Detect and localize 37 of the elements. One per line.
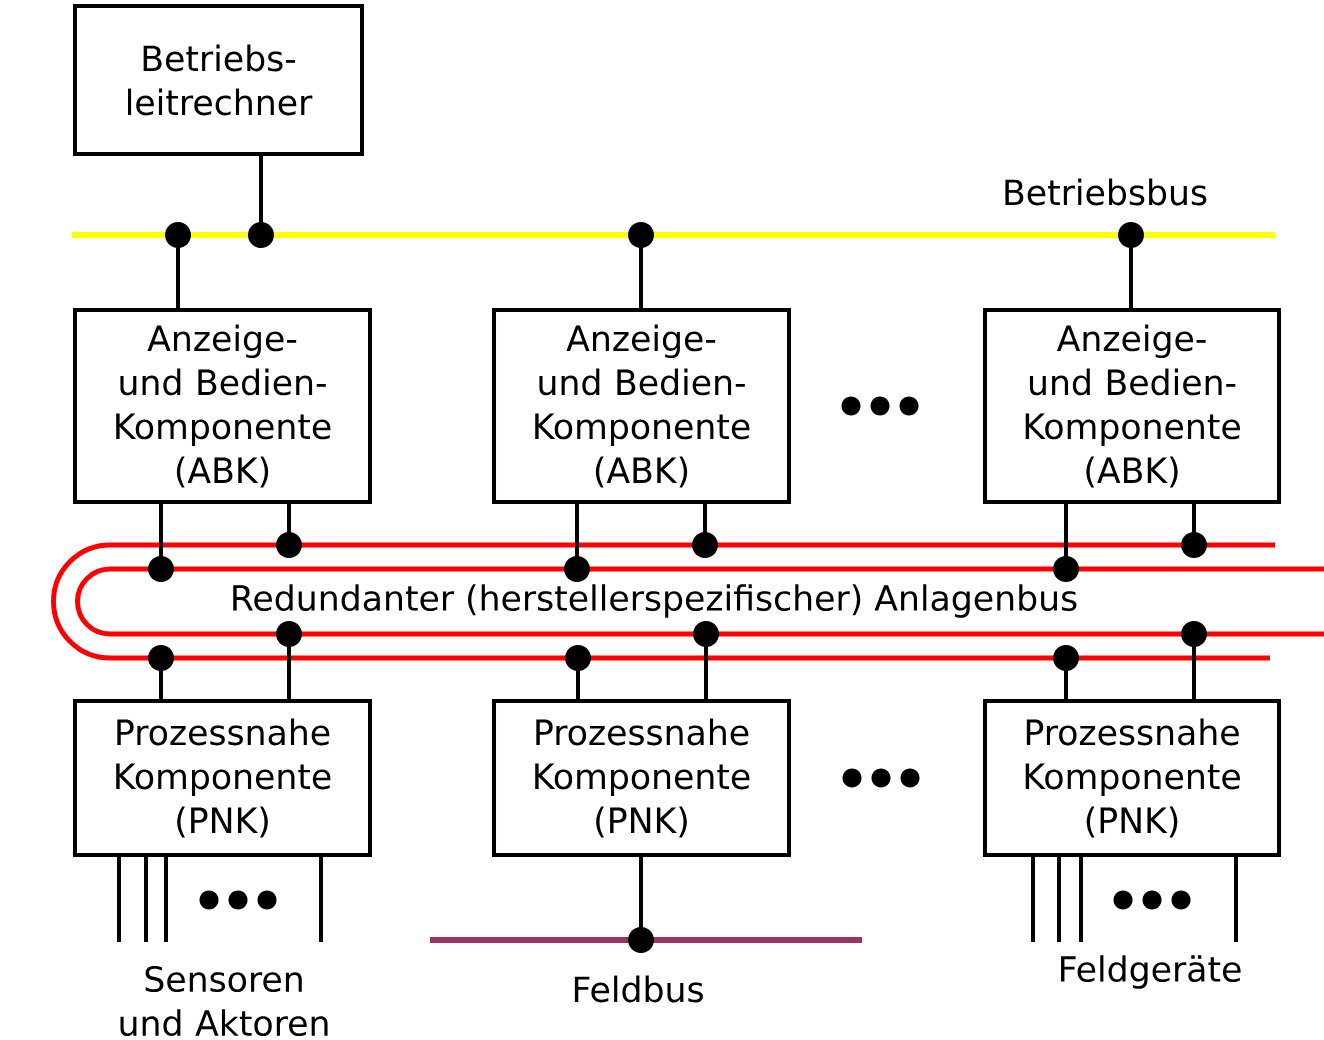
- bus-tap: [1181, 621, 1207, 699]
- bus-tap: [165, 222, 191, 308]
- bus-tap: [1118, 222, 1144, 308]
- field-wire: [164, 857, 168, 942]
- bus-tap: [693, 621, 719, 699]
- component-box: Prozessnahe Komponente (PNK): [73, 699, 372, 857]
- bus-tap: [1053, 504, 1079, 582]
- field-wire: [1057, 857, 1061, 942]
- bus-tap: [148, 645, 174, 699]
- component-box: Prozessnahe Komponente (PNK): [492, 699, 791, 857]
- bus-tap: [692, 504, 718, 558]
- component-box: Betriebs- leitrechner: [73, 4, 364, 156]
- field-wire: [1031, 857, 1035, 942]
- bus-tap: [276, 621, 302, 699]
- field-wire: [1234, 857, 1238, 942]
- bus-label: Feldbus: [574, 975, 703, 1003]
- bus-tap: [628, 857, 654, 953]
- bus-label: Redundanter (herstellerspezifischer) Anlagenbus: [233, 584, 1077, 618]
- component-box: Anzeige- und Bedien- Komponente (ABK): [73, 308, 372, 504]
- field-device-label: Sensoren und Aktoren: [120, 965, 328, 1037]
- bus-label: Betriebsbus: [1005, 178, 1207, 206]
- bus-tap: [1181, 504, 1207, 558]
- field-wire: [144, 857, 148, 942]
- bus-tap: [148, 504, 174, 582]
- bus-tap: [565, 645, 591, 699]
- component-box: Anzeige- und Bedien- Komponente (ABK): [983, 308, 1281, 504]
- field-wire: [319, 857, 323, 942]
- bus-tap: [628, 222, 654, 308]
- bus-tap: [248, 156, 274, 248]
- bus-tap: [1053, 645, 1079, 699]
- bus-tap: [276, 504, 302, 558]
- field-wire: [117, 857, 121, 942]
- component-box: Anzeige- und Bedien- Komponente (ABK): [492, 308, 791, 504]
- field-device-label: Feldgeräte: [1061, 955, 1241, 989]
- component-box: Prozessnahe Komponente (PNK): [983, 699, 1281, 857]
- field-wire: [1079, 857, 1083, 942]
- bus-tap: [564, 504, 590, 582]
